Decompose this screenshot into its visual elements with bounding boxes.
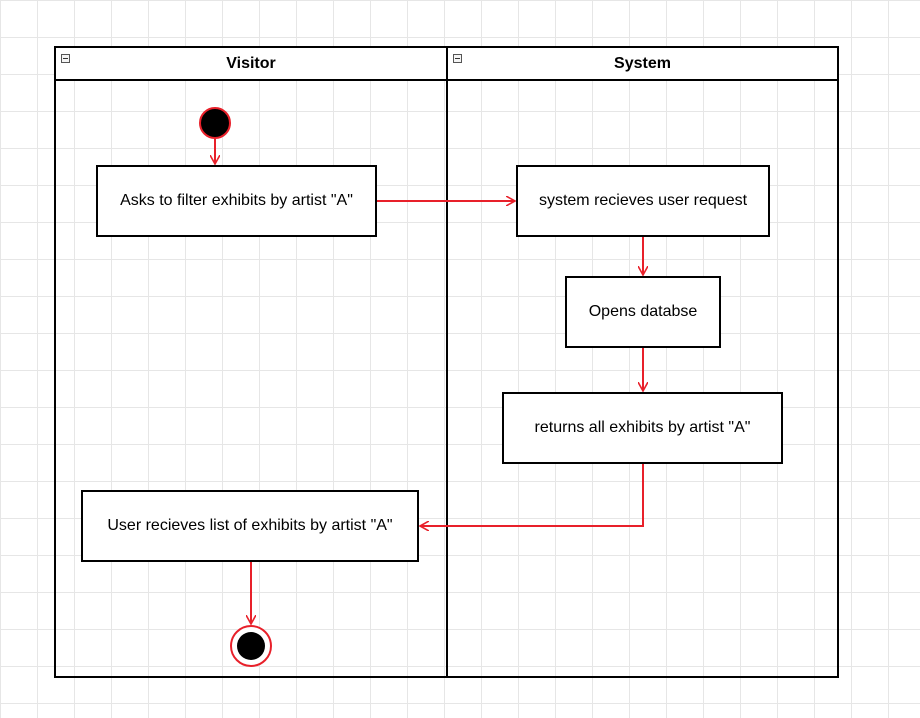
collapse-icon[interactable] — [61, 54, 70, 63]
action-label: Opens databse — [588, 303, 698, 320]
swimlane-title-visitor: Visitor — [226, 54, 276, 72]
action-ask-filter[interactable]: Asks to filter exhibits by artist "A" — [96, 165, 377, 237]
action-receive-request[interactable]: system recieves user request — [516, 165, 770, 237]
initial-node[interactable] — [199, 107, 231, 139]
action-label: system recieves user request — [538, 192, 748, 209]
action-receive-list[interactable]: User recieves list of exhibits by artist… — [81, 490, 419, 562]
action-open-database[interactable]: Opens databse — [565, 276, 721, 348]
swimlane-header-visitor: Visitor — [56, 48, 446, 81]
action-label: User recieves list of exhibits by artist… — [107, 517, 393, 534]
swimlane-header-system: System — [448, 48, 837, 81]
final-node[interactable] — [230, 625, 272, 667]
swimlane-visitor: Visitor — [54, 46, 448, 678]
swimlane-system: System — [446, 46, 839, 678]
collapse-icon[interactable] — [453, 54, 462, 63]
final-node-core — [237, 632, 265, 660]
action-return-exhibits[interactable]: returns all exhibits by artist "A" — [502, 392, 783, 464]
action-label: Asks to filter exhibits by artist "A" — [120, 192, 353, 209]
swimlane-title-system: System — [614, 54, 671, 72]
action-label: returns all exhibits by artist "A" — [534, 419, 751, 436]
